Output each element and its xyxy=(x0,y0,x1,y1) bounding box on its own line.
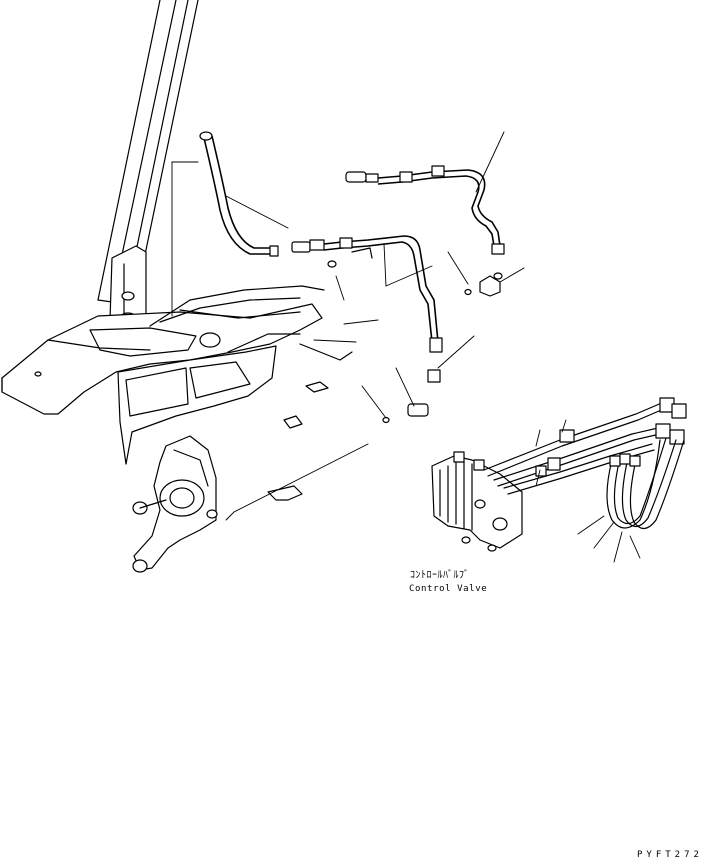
main-frame xyxy=(1,285,325,415)
swing-bracket xyxy=(132,435,218,573)
valve-hoses xyxy=(483,397,687,495)
component-label-jp: ｺﾝﾄﾛｰﾙﾊﾞﾙﾌﾞ xyxy=(410,570,470,581)
upper-hose-line xyxy=(345,165,505,297)
hose-bundle xyxy=(535,419,685,563)
steel-pipe-line xyxy=(291,235,443,424)
leader-lines xyxy=(171,131,525,521)
component-label-en: Control Valve xyxy=(409,584,488,594)
swing-housing xyxy=(117,333,353,465)
control-valve xyxy=(431,451,523,552)
spacer-plates xyxy=(267,381,329,501)
drawing-code: PYFT272 xyxy=(637,850,703,860)
boom-arm xyxy=(97,0,199,303)
drain-hose xyxy=(199,131,279,257)
